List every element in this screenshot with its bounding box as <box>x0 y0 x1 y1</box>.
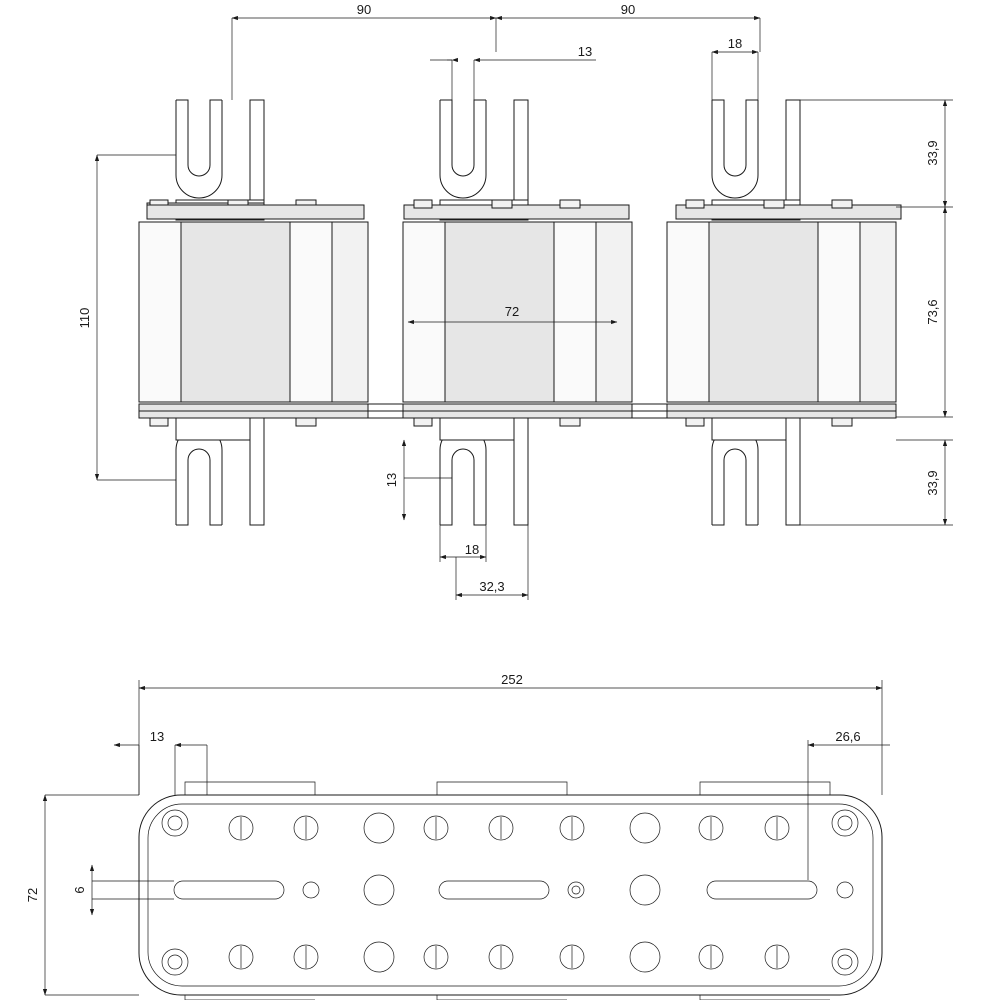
dim-13-top: 13 <box>430 44 596 100</box>
dim-18-top: 18 <box>711 36 759 100</box>
dim-13-bottom: 13 <box>384 439 452 521</box>
dim-90-left: 90 <box>231 2 497 21</box>
fuse-unit-1 <box>138 99 369 526</box>
dim-110: 110 <box>77 154 176 481</box>
dim-73-6-label: 73,6 <box>925 299 940 324</box>
dim-72-width-label: 72 <box>505 304 519 319</box>
dim-73-6: 73,6 <box>896 206 953 418</box>
dim-18-top-label: 18 <box>728 36 742 51</box>
dim-26-6: 26,6 <box>807 729 890 880</box>
dim-72-depth-label: 72 <box>25 888 40 902</box>
dim-13-top-view: 13 <box>113 729 208 795</box>
screw-heads-bottom <box>228 944 790 970</box>
dim-72-width: 72 <box>407 304 618 325</box>
centre-slots <box>173 880 818 900</box>
screw-heads-top <box>228 815 790 841</box>
dim-33-9-bottom-label: 33,9 <box>925 470 940 495</box>
dim-252-label: 252 <box>501 672 523 687</box>
dim-32-3-label: 32,3 <box>479 579 504 594</box>
dim-6-label: 6 <box>72 886 87 893</box>
front-view: 90 90 13 18 110 <box>77 2 953 600</box>
base-plate-outline <box>138 794 883 996</box>
dim-26-6-label: 26,6 <box>835 729 860 744</box>
dim-13-top-label: 13 <box>578 44 592 59</box>
small-holes <box>302 881 854 899</box>
base-plate-inner <box>147 803 874 987</box>
dim-33-9-top-label: 33,9 <box>925 140 940 165</box>
dim-90-right: 90 <box>495 2 761 21</box>
dim-33-9-top: 33,9 <box>800 99 953 208</box>
dim-72-depth: 72 <box>25 794 139 996</box>
dim-90-left-label: 90 <box>357 2 371 17</box>
dim-110-label: 110 <box>77 308 92 329</box>
dim-13-bottom-label: 13 <box>384 473 399 487</box>
round-holes <box>363 812 661 973</box>
fuse-unit-3 <box>666 99 902 526</box>
dim-33-9-bottom: 33,9 <box>800 439 953 526</box>
dim-90-right-label: 90 <box>621 2 635 17</box>
corner-holes <box>161 809 859 976</box>
dim-6: 6 <box>72 864 174 916</box>
top-view: 252 13 26,6 72 6 <box>25 672 890 1000</box>
fuse-unit-2 <box>402 99 633 526</box>
dim-18-bottom: 18 <box>439 525 487 562</box>
dim-18-bottom-label: 18 <box>465 542 479 557</box>
dim-13-top-view-label: 13 <box>150 729 164 744</box>
dim-32-3: 32,3 <box>455 525 529 600</box>
dim-252: 252 <box>138 672 883 795</box>
